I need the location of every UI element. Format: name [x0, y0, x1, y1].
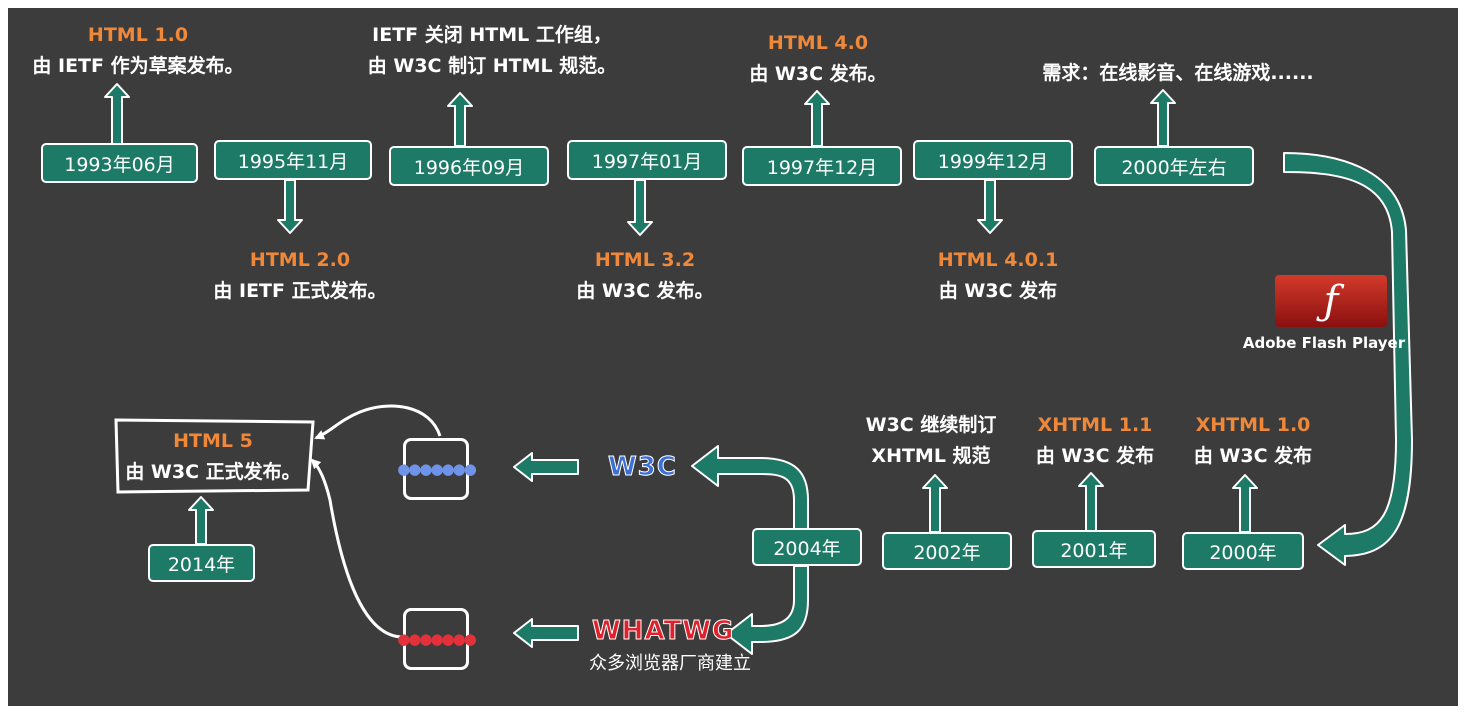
arrow-down-1995: [277, 179, 303, 234]
version-html401: HTML 4.0.1: [937, 249, 1059, 271]
date-box-1995-11: 1995年11月: [214, 140, 372, 180]
arrow-down-1997-01: [627, 179, 653, 236]
version-html1: HTML 1.0: [87, 24, 189, 46]
event-ietf-close: IETF 关闭 HTML 工作组， 由 W3C 制订 HTML 规范。: [352, 20, 632, 82]
event-html5: HTML 5 由 W3C 正式发布。: [118, 426, 308, 488]
date-box-1993-06: 1993年06月: [41, 143, 198, 183]
event-html2: HTML 2.0 由 IETF 正式发布。: [190, 245, 410, 307]
date-box-1997-12: 1997年12月: [742, 146, 902, 186]
arrow-up-2000: [1232, 474, 1258, 533]
event-xhtml10: XHTML 1.0 由 W3C 发布: [1178, 410, 1328, 472]
arrow-up-1997-12: [804, 90, 830, 147]
date-box-1996-09: 1996年09月: [389, 146, 549, 186]
desc-html1: 由 IETF 作为草案发布。: [32, 55, 244, 77]
whatwg-description: 众多浏览器厂商建立: [589, 653, 751, 674]
desc-xhtml11: 由 W3C 发布: [1035, 445, 1155, 467]
desc-html2: 由 IETF 正式发布。: [213, 280, 387, 302]
version-html4: HTML 4.0: [767, 32, 869, 54]
date-box-2000-approx: 2000年左右: [1094, 146, 1254, 186]
date-box-1997-01: 1997年01月: [567, 140, 727, 180]
date-box-2002: 2002年: [882, 532, 1012, 570]
version-html32: HTML 3.2: [594, 249, 696, 271]
event-html4: HTML 4.0 由 W3C 发布。: [738, 28, 898, 90]
arrow-up-2014: [188, 496, 214, 545]
arrow-split-w3c: [691, 445, 809, 531]
arrow-up-1996: [447, 92, 473, 147]
event-demand: 需求：在线影音、在线游戏......: [1028, 58, 1328, 89]
ietf-close-line2: 由 W3C 制订 HTML 规范。: [367, 55, 617, 77]
arrow-up-2001: [1078, 472, 1104, 533]
version-html5: HTML 5: [173, 430, 253, 452]
arrow-curve-flash: [1283, 152, 1413, 566]
html5-frame: [114, 418, 315, 494]
arrow-up-2000s: [1150, 89, 1176, 147]
date-box-2014: 2014年: [148, 544, 255, 582]
xhtml-continue-line1: W3C 继续制订: [865, 414, 997, 436]
ietf-close-line1: IETF 关闭 HTML 工作组，: [372, 24, 612, 46]
arrow-split-whatwg: [725, 565, 809, 655]
arrow-down-1999: [977, 179, 1003, 234]
flash-player-label: Adobe Flash Player: [1242, 334, 1406, 352]
date-box-2001: 2001年: [1032, 530, 1156, 568]
timeline-board: [8, 8, 1458, 706]
desc-html401: 由 W3C 发布: [938, 280, 1058, 302]
desc-html5: 由 W3C 正式发布。: [125, 461, 301, 483]
arrow-left-whatwg: [513, 618, 579, 648]
browser-window-icon-whatwg: ●●●●●●●: [397, 608, 477, 670]
version-xhtml10: XHTML 1.0: [1195, 414, 1311, 436]
desc-html32: 由 W3C 发布。: [576, 280, 714, 302]
browser-window-icon-w3c: ●●●●●●●: [397, 438, 477, 500]
demand-text: 需求：在线影音、在线游戏......: [1042, 62, 1314, 84]
desc-html4: 由 W3C 发布。: [749, 63, 887, 85]
whatwg-logo-text: WHATWG: [591, 616, 735, 647]
arrow-up-1993: [104, 83, 130, 147]
event-xhtml11: XHTML 1.1 由 W3C 发布: [1020, 410, 1170, 472]
event-html1: HTML 1.0 由 IETF 作为草案发布。: [28, 20, 248, 82]
desc-xhtml10: 由 W3C 发布: [1193, 445, 1313, 467]
curve-whatwg-to-html5: [310, 458, 403, 639]
w3c-logo-text: W3C: [608, 452, 677, 483]
event-html401: HTML 4.0.1 由 W3C 发布: [918, 245, 1078, 307]
version-xhtml11: XHTML 1.1: [1037, 414, 1153, 436]
curve-w3c-to-html5: [314, 404, 442, 440]
date-box-1999-12: 1999年12月: [913, 140, 1073, 180]
flash-player-icon: ƒ: [1275, 275, 1387, 327]
date-box-2000: 2000年: [1182, 532, 1304, 570]
date-box-2004: 2004年: [752, 528, 862, 566]
xhtml-continue-line2: XHTML 规范: [871, 445, 991, 467]
version-html2: HTML 2.0: [249, 249, 351, 271]
arrow-up-2002: [922, 474, 948, 533]
event-xhtml-continue: W3C 继续制订 XHTML 规范: [856, 410, 1006, 472]
event-html32: HTML 3.2 由 W3C 发布。: [560, 245, 730, 307]
arrow-left-w3c: [513, 452, 579, 482]
